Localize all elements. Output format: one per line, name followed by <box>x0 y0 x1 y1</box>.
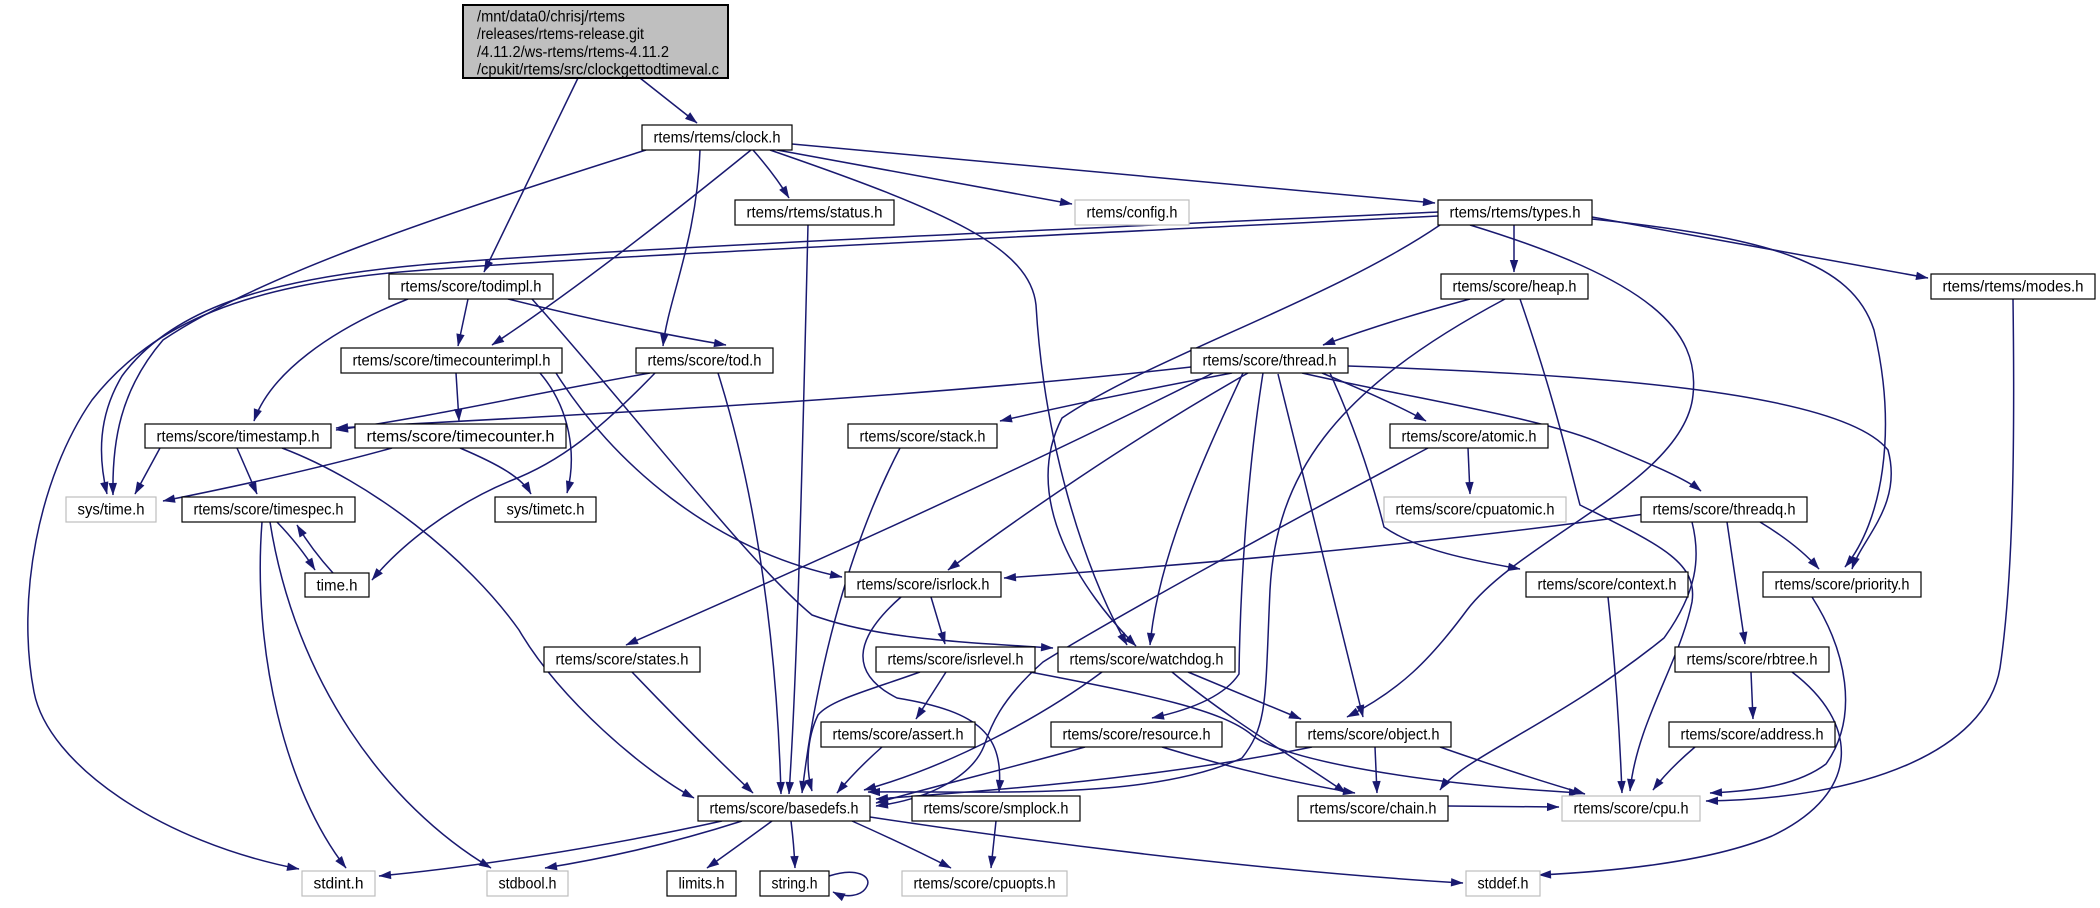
svg-text:rtems/score/context.h: rtems/score/context.h <box>1538 577 1677 594</box>
svg-text:rtems/score/rbtree.h: rtems/score/rbtree.h <box>1687 652 1818 669</box>
svg-text:rtems/score/smplock.h: rtems/score/smplock.h <box>924 801 1069 818</box>
svg-text:rtems/score/basedefs.h: rtems/score/basedefs.h <box>710 801 859 818</box>
svg-text:rtems/rtems/clock.h: rtems/rtems/clock.h <box>654 130 781 147</box>
svg-text:/mnt/data0/chrisj/rtems: /mnt/data0/chrisj/rtems <box>477 9 625 26</box>
svg-text:rtems/score/priority.h: rtems/score/priority.h <box>1775 577 1910 594</box>
svg-text:rtems/score/watchdog.h: rtems/score/watchdog.h <box>1070 652 1224 669</box>
svg-text:rtems/rtems/types.h: rtems/rtems/types.h <box>1450 205 1581 222</box>
svg-text:rtems/score/thread.h: rtems/score/thread.h <box>1203 353 1337 370</box>
svg-text:rtems/score/object.h: rtems/score/object.h <box>1308 727 1440 744</box>
svg-text:stdint.h: stdint.h <box>314 876 364 893</box>
svg-text:/cpukit/rtems/src/clockgettodt: /cpukit/rtems/src/clockgettodtimeval.c <box>477 62 719 79</box>
svg-text:sys/time.h: sys/time.h <box>78 502 145 519</box>
svg-text:rtems/score/threadq.h: rtems/score/threadq.h <box>1653 502 1796 519</box>
svg-text:rtems/score/timestamp.h: rtems/score/timestamp.h <box>157 429 320 446</box>
svg-text:/4.11.2/ws-rtems/rtems-4.11.2: /4.11.2/ws-rtems/rtems-4.11.2 <box>477 44 669 61</box>
svg-text:/releases/rtems-release.git: /releases/rtems-release.git <box>477 26 645 43</box>
svg-text:time.h: time.h <box>317 578 358 595</box>
svg-text:rtems/score/states.h: rtems/score/states.h <box>556 652 689 669</box>
svg-text:rtems/score/cpu.h: rtems/score/cpu.h <box>1574 801 1689 818</box>
svg-text:rtems/score/chain.h: rtems/score/chain.h <box>1310 801 1437 818</box>
svg-text:rtems/score/cpuopts.h: rtems/score/cpuopts.h <box>914 876 1056 893</box>
svg-text:rtems/score/isrlevel.h: rtems/score/isrlevel.h <box>888 652 1024 669</box>
svg-text:rtems/rtems/status.h: rtems/rtems/status.h <box>747 205 883 222</box>
svg-text:rtems/score/cpuatomic.h: rtems/score/cpuatomic.h <box>1396 502 1555 519</box>
svg-text:limits.h: limits.h <box>679 876 725 893</box>
svg-text:sys/timetc.h: sys/timetc.h <box>507 502 585 519</box>
svg-text:rtems/rtems/modes.h: rtems/rtems/modes.h <box>1943 279 2084 296</box>
svg-text:rtems/score/atomic.h: rtems/score/atomic.h <box>1402 429 1537 446</box>
svg-text:rtems/score/stack.h: rtems/score/stack.h <box>860 429 986 446</box>
svg-text:rtems/score/address.h: rtems/score/address.h <box>1681 727 1824 744</box>
svg-text:rtems/score/isrlock.h: rtems/score/isrlock.h <box>857 577 990 594</box>
svg-text:rtems/score/heap.h: rtems/score/heap.h <box>1453 279 1577 296</box>
svg-text:rtems/score/tod.h: rtems/score/tod.h <box>648 353 762 370</box>
svg-text:rtems/score/timecounterimpl.h: rtems/score/timecounterimpl.h <box>353 353 551 370</box>
svg-text:rtems/score/todimpl.h: rtems/score/todimpl.h <box>401 279 542 296</box>
svg-text:rtems/score/timecounter.h: rtems/score/timecounter.h <box>367 429 555 446</box>
svg-text:stddef.h: stddef.h <box>1478 876 1529 893</box>
svg-text:stdbool.h: stdbool.h <box>499 876 557 893</box>
svg-text:rtems/config.h: rtems/config.h <box>1087 205 1178 222</box>
svg-text:rtems/score/resource.h: rtems/score/resource.h <box>1063 727 1211 744</box>
svg-text:rtems/score/timespec.h: rtems/score/timespec.h <box>194 502 344 519</box>
svg-text:rtems/score/assert.h: rtems/score/assert.h <box>833 727 964 744</box>
svg-text:string.h: string.h <box>772 876 818 893</box>
